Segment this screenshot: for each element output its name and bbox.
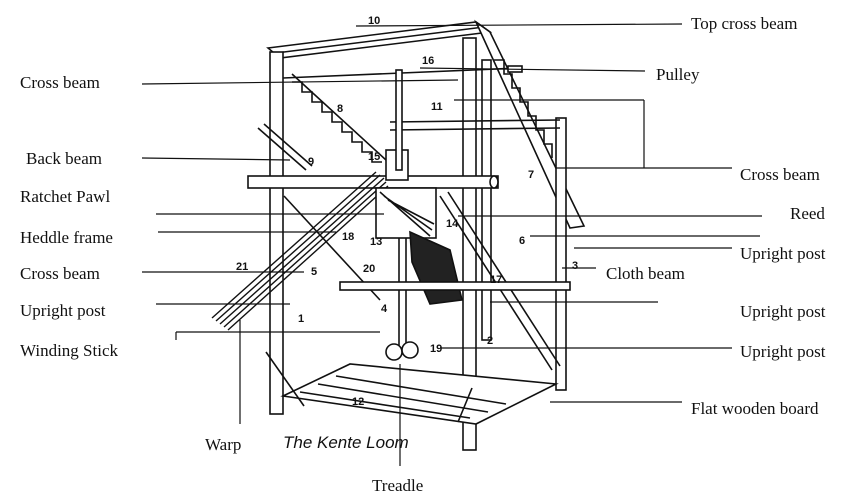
part-number-20: 20 — [363, 263, 376, 275]
part-number-18: 18 — [342, 231, 355, 243]
part-number-2: 2 — [487, 335, 494, 347]
stepped-cross-beam — [291, 73, 387, 163]
part-number-7: 7 — [528, 169, 535, 181]
cross-beam-11-lower — [389, 127, 561, 131]
part-number-9: 9 — [308, 156, 315, 168]
label-cross-beam-left: Cross beam — [20, 264, 100, 283]
part-number-6: 6 — [519, 235, 526, 247]
label-upright-post-right-1: Upright post — [740, 244, 826, 263]
part-number-13: 13 — [370, 236, 383, 248]
stepped-side-beam — [494, 59, 553, 158]
part-number-8: 8 — [337, 103, 344, 115]
corner-brace-left — [265, 351, 305, 407]
part-number-1: 1 — [298, 313, 305, 325]
label-winding-stick: Winding Stick — [20, 341, 119, 360]
label-top-cross-beam: Top cross beam — [691, 14, 798, 33]
heddle-reed-assembly — [375, 69, 463, 350]
part-number-5: 5 — [311, 266, 318, 278]
label-warp: Warp — [205, 435, 242, 454]
part-number-19: 19 — [430, 343, 443, 355]
label-treadle: Treadle — [372, 476, 424, 495]
cloth-beam-rod — [339, 281, 571, 291]
label-cross-beam-right: Cross beam — [740, 165, 820, 184]
caption-the-kente-loom: The Kente Loom — [283, 433, 409, 452]
label-cloth-beam: Cloth beam — [606, 264, 685, 283]
part-number-17: 17 — [490, 274, 503, 286]
part-number-16: 16 — [422, 55, 435, 67]
top-cross-beam — [266, 21, 493, 59]
treadle-pedals — [385, 341, 419, 361]
part-number-11: 11 — [431, 101, 443, 113]
upright-post-middle — [481, 59, 492, 341]
upright-post-left-front — [269, 51, 284, 415]
part-number-10: 10 — [368, 15, 381, 27]
part-number-4: 4 — [381, 303, 388, 315]
upright-post-right-front — [462, 37, 477, 451]
label-reed: Reed — [790, 204, 825, 223]
corner-brace-right — [457, 387, 473, 423]
label-upright-post-left: Upright post — [20, 301, 106, 320]
flat-wooden-board — [280, 363, 559, 425]
label-heddle-frame: Heddle frame — [20, 228, 113, 247]
label-upright-post-right-3: Upright post — [740, 342, 826, 361]
label-pulley: Pulley — [656, 65, 700, 84]
part-number-15: 15 — [368, 151, 381, 163]
top-right-beam — [474, 19, 586, 229]
warp-threads — [211, 171, 389, 331]
upright-post-right-back — [555, 117, 567, 391]
label-upright-post-right-2: Upright post — [740, 302, 826, 321]
part-number-3: 3 — [572, 260, 579, 272]
label-flat-wooden-board: Flat wooden board — [691, 399, 819, 418]
label-ratchet-pawl: Ratchet Pawl — [20, 187, 111, 206]
label-cross-beam-upper-left: Cross beam — [20, 73, 100, 92]
label-back-beam: Back beam — [26, 149, 102, 168]
leader-lines — [141, 23, 762, 466]
part-number-14: 14 — [446, 218, 459, 230]
cross-beam-11 — [389, 119, 561, 123]
back-beam — [257, 123, 313, 171]
part-number-21: 21 — [236, 261, 249, 273]
part-number-12: 12 — [352, 396, 365, 408]
